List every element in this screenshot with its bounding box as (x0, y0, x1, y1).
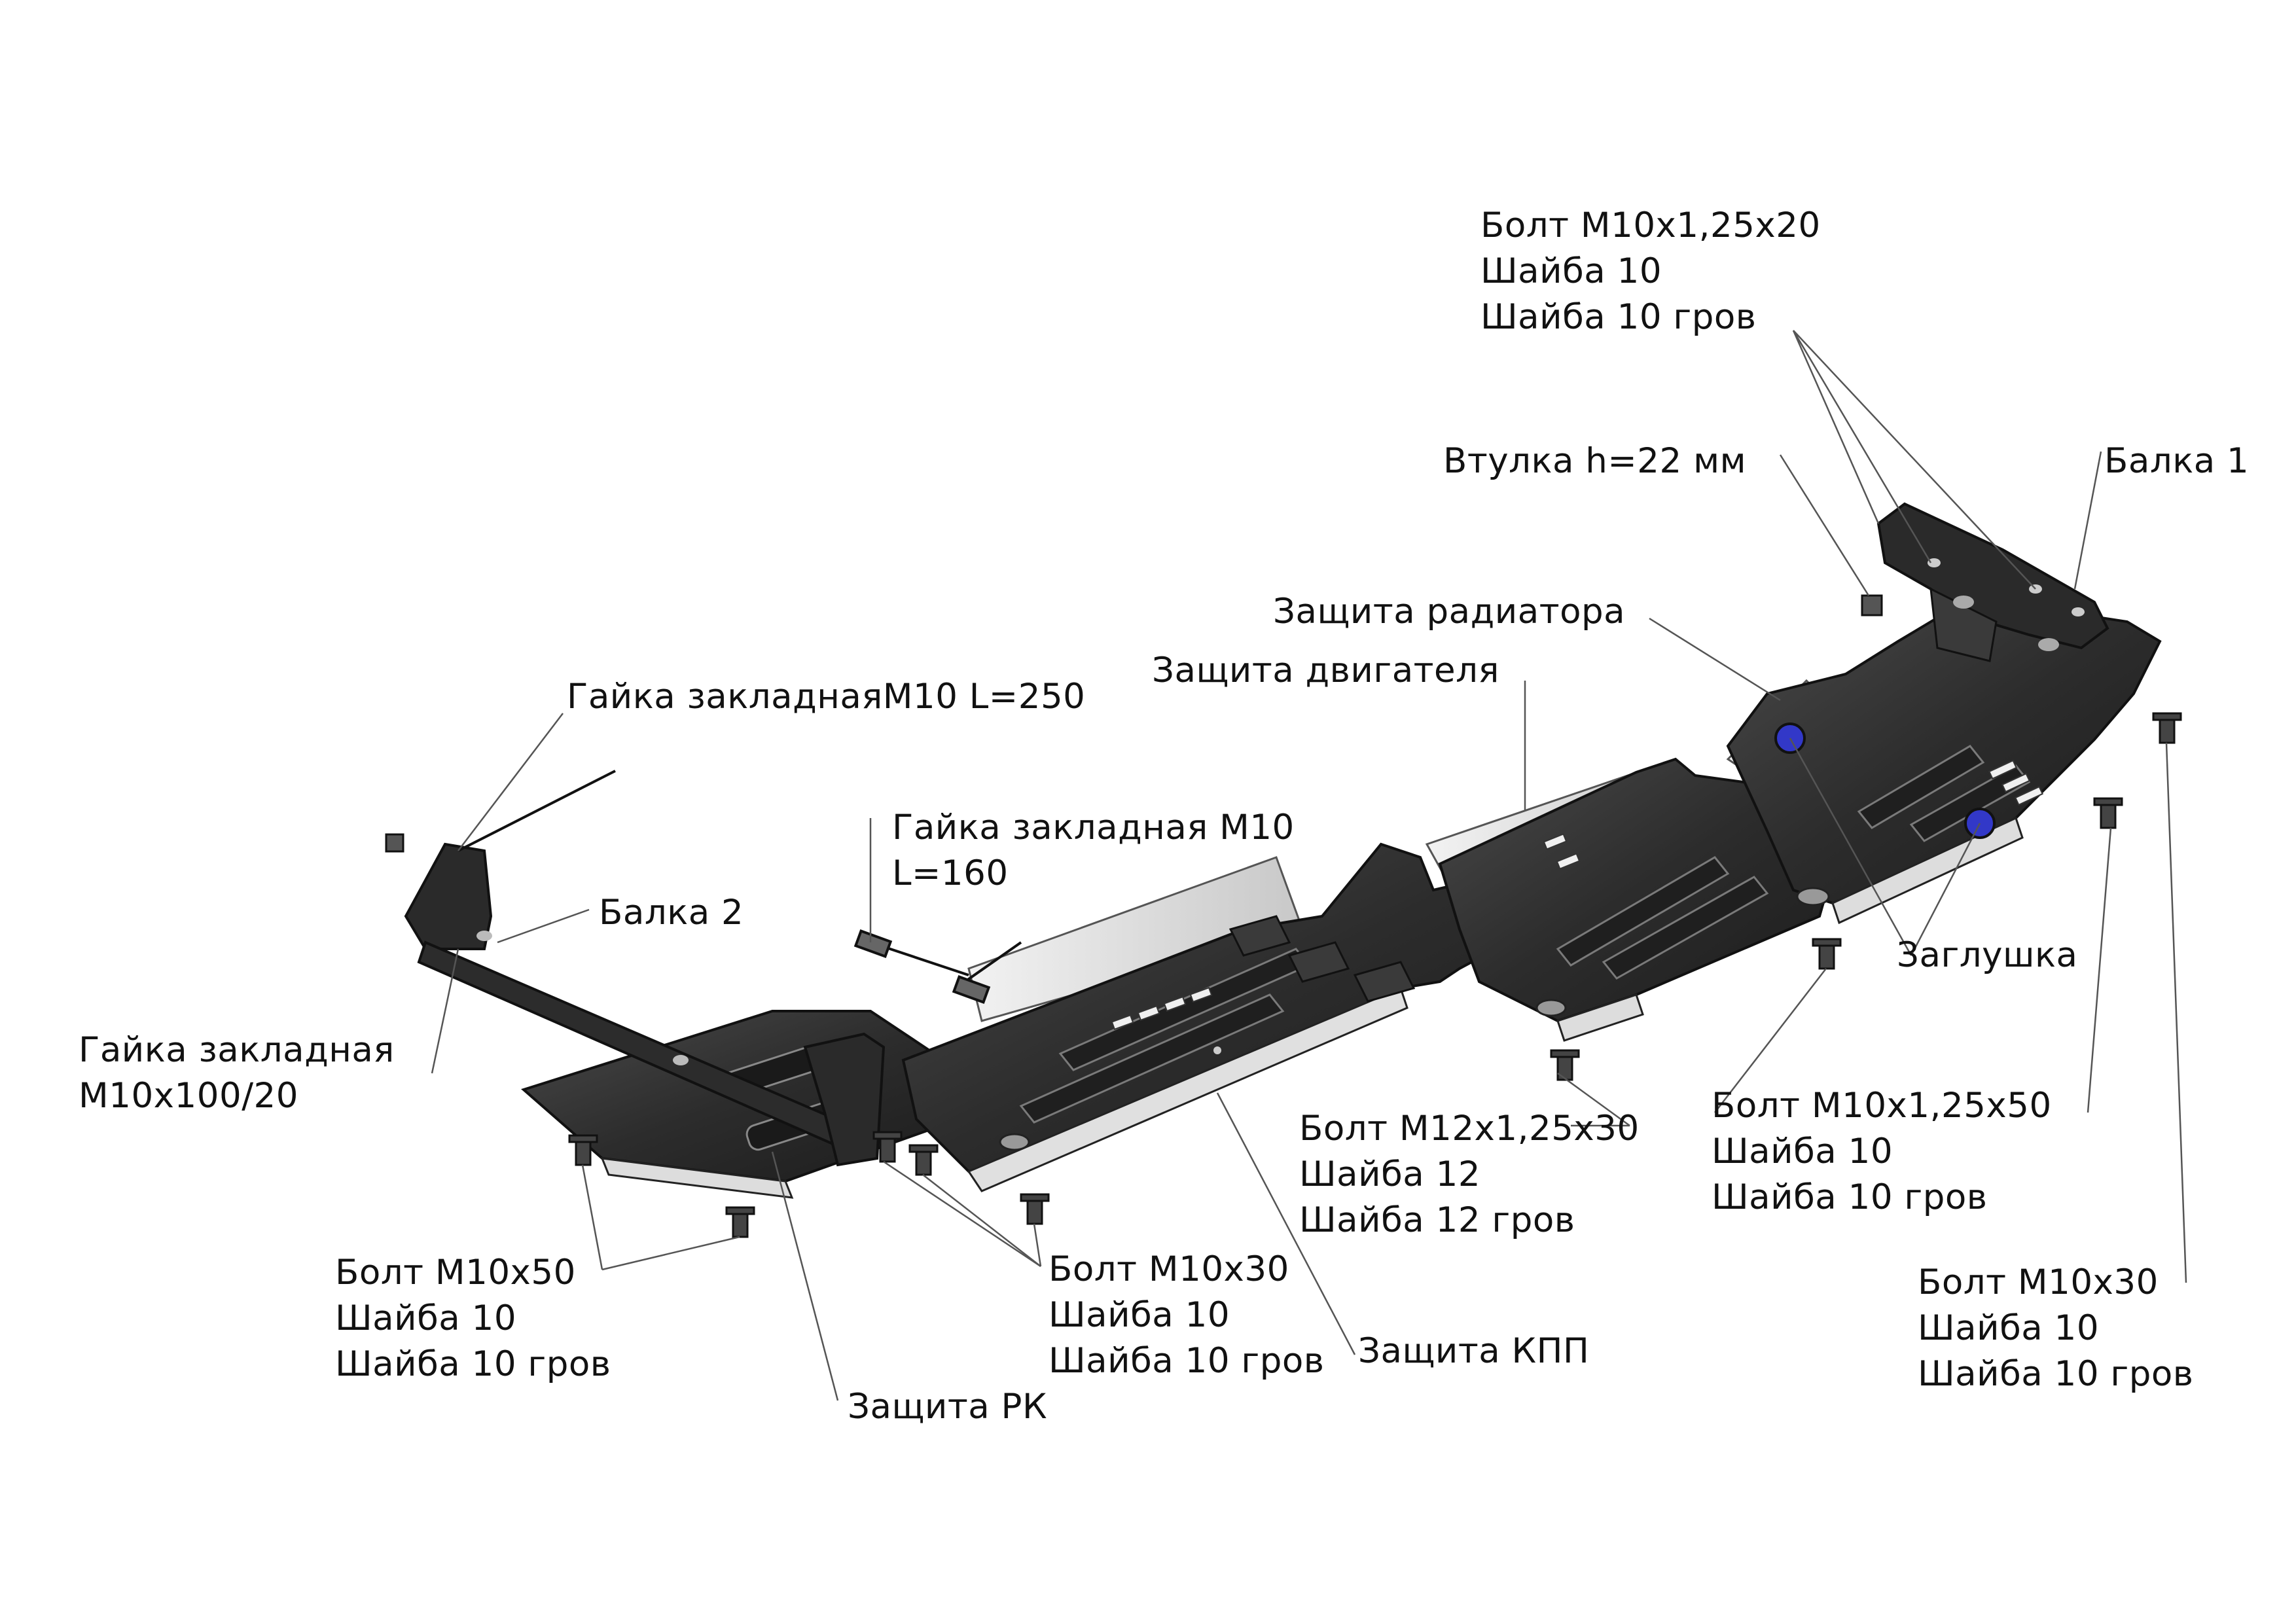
label-zaglushka: Заглушка (1897, 933, 2078, 978)
label-line: Гайка закладная М10 (892, 808, 1295, 847)
label-line: Болт М12х1,25х30 (1299, 1109, 1640, 1149)
label-line: Защита радиатора (1273, 592, 1626, 632)
label-balka-2: Балка 2 (599, 890, 744, 936)
label-line: Шайба 10 гров (1480, 297, 1757, 337)
label-line: М10х100/20 (79, 1076, 298, 1116)
label-line: Болт М10х30 (1049, 1249, 1289, 1289)
label-zashchita-rk: Защита РК (848, 1384, 1047, 1430)
label-line: Гайка закладнаяМ10 L=250 (567, 677, 1086, 717)
plate-zashchita-radiatora (1726, 600, 2162, 925)
label-line: Гайка закладная (79, 1030, 395, 1070)
leader-lines (431, 330, 2187, 1401)
label-line: Балка 1 (2104, 441, 2250, 481)
label-balka-1: Балка 1 (2104, 438, 2249, 484)
label-line: Шайба 10 (1712, 1132, 1893, 1171)
label-zashchita-radiatora: Защита радиатора (1273, 589, 1625, 635)
label-line: Шайба 12 гров (1299, 1200, 1575, 1240)
label-bolt-m12: Болт М12х1,25х30 Шайба 12 Шайба 12 гров (1299, 1106, 1640, 1243)
label-zashchita-dvigatelya: Защита двигателя (1152, 648, 1499, 694)
label-line: Шайба 10 (335, 1298, 517, 1338)
embedded-nut-wires (457, 770, 1022, 1005)
label-line: Болт М10х50 (335, 1253, 576, 1293)
label-vtulka: Втулка h=22 мм (1443, 438, 1746, 484)
label-bolt-m10x30-right: Болт М10х30 Шайба 10 Шайба 10 гров (1918, 1260, 2194, 1397)
label-bolt-m10x125x20: Болт М10х1,25х20 Шайба 10 Шайба 10 гров (1480, 203, 1821, 340)
label-line: Шайба 10 гров (1918, 1354, 2194, 1394)
label-bolt-m10x30-mid: Болт М10х30 Шайба 10 Шайба 10 гров (1049, 1247, 1325, 1384)
plate-zashchita-kpp (901, 842, 1547, 1192)
label-bolt-m10x125x50: Болт М10х1,25х50 Шайба 10 Шайба 10 гров (1712, 1083, 2052, 1221)
label-line: Шайба 10 гров (1049, 1341, 1325, 1381)
label-gaika-160: Гайка закладная М10 L=160 (892, 805, 1295, 897)
bolts (385, 594, 2182, 1238)
beam-balka-1 (1876, 502, 2109, 662)
beam-balka-2 (404, 842, 886, 1167)
label-line: Шайба 10 (1480, 251, 1662, 291)
label-bolt-m10x50: Болт М10х50 Шайба 10 Шайба 10 гров (335, 1250, 611, 1387)
label-line: Шайба 10 (1918, 1308, 2100, 1348)
label-line: Втулка h=22 мм (1443, 441, 1747, 481)
label-line: Шайба 10 гров (1712, 1177, 1988, 1217)
label-zashchita-kpp: Защита КПП (1358, 1329, 1589, 1374)
label-line: Защита двигателя (1152, 651, 1499, 690)
label-line: Шайба 10 гров (335, 1344, 611, 1384)
label-line: Шайба 12 (1299, 1154, 1481, 1194)
label-line: Защита РК (848, 1387, 1048, 1427)
label-line: Балка 2 (599, 893, 744, 933)
label-line: Защита КПП (1358, 1331, 1590, 1371)
label-line: Шайба 10 (1049, 1295, 1230, 1335)
label-line: Заглушка (1897, 935, 2078, 975)
label-line: Болт М10х1,25х20 (1480, 205, 1821, 245)
label-line: Болт М10х1,25х50 (1712, 1086, 2052, 1126)
label-gaika-100: Гайка закладная М10х100/20 (79, 1027, 395, 1119)
label-gaika-250: Гайка закладнаяМ10 L=250 (567, 674, 1085, 720)
label-line: Болт М10х30 (1918, 1262, 2159, 1302)
label-line: L=160 (892, 853, 1009, 893)
plate-zashchita-dvigatelya (1438, 757, 1835, 1042)
